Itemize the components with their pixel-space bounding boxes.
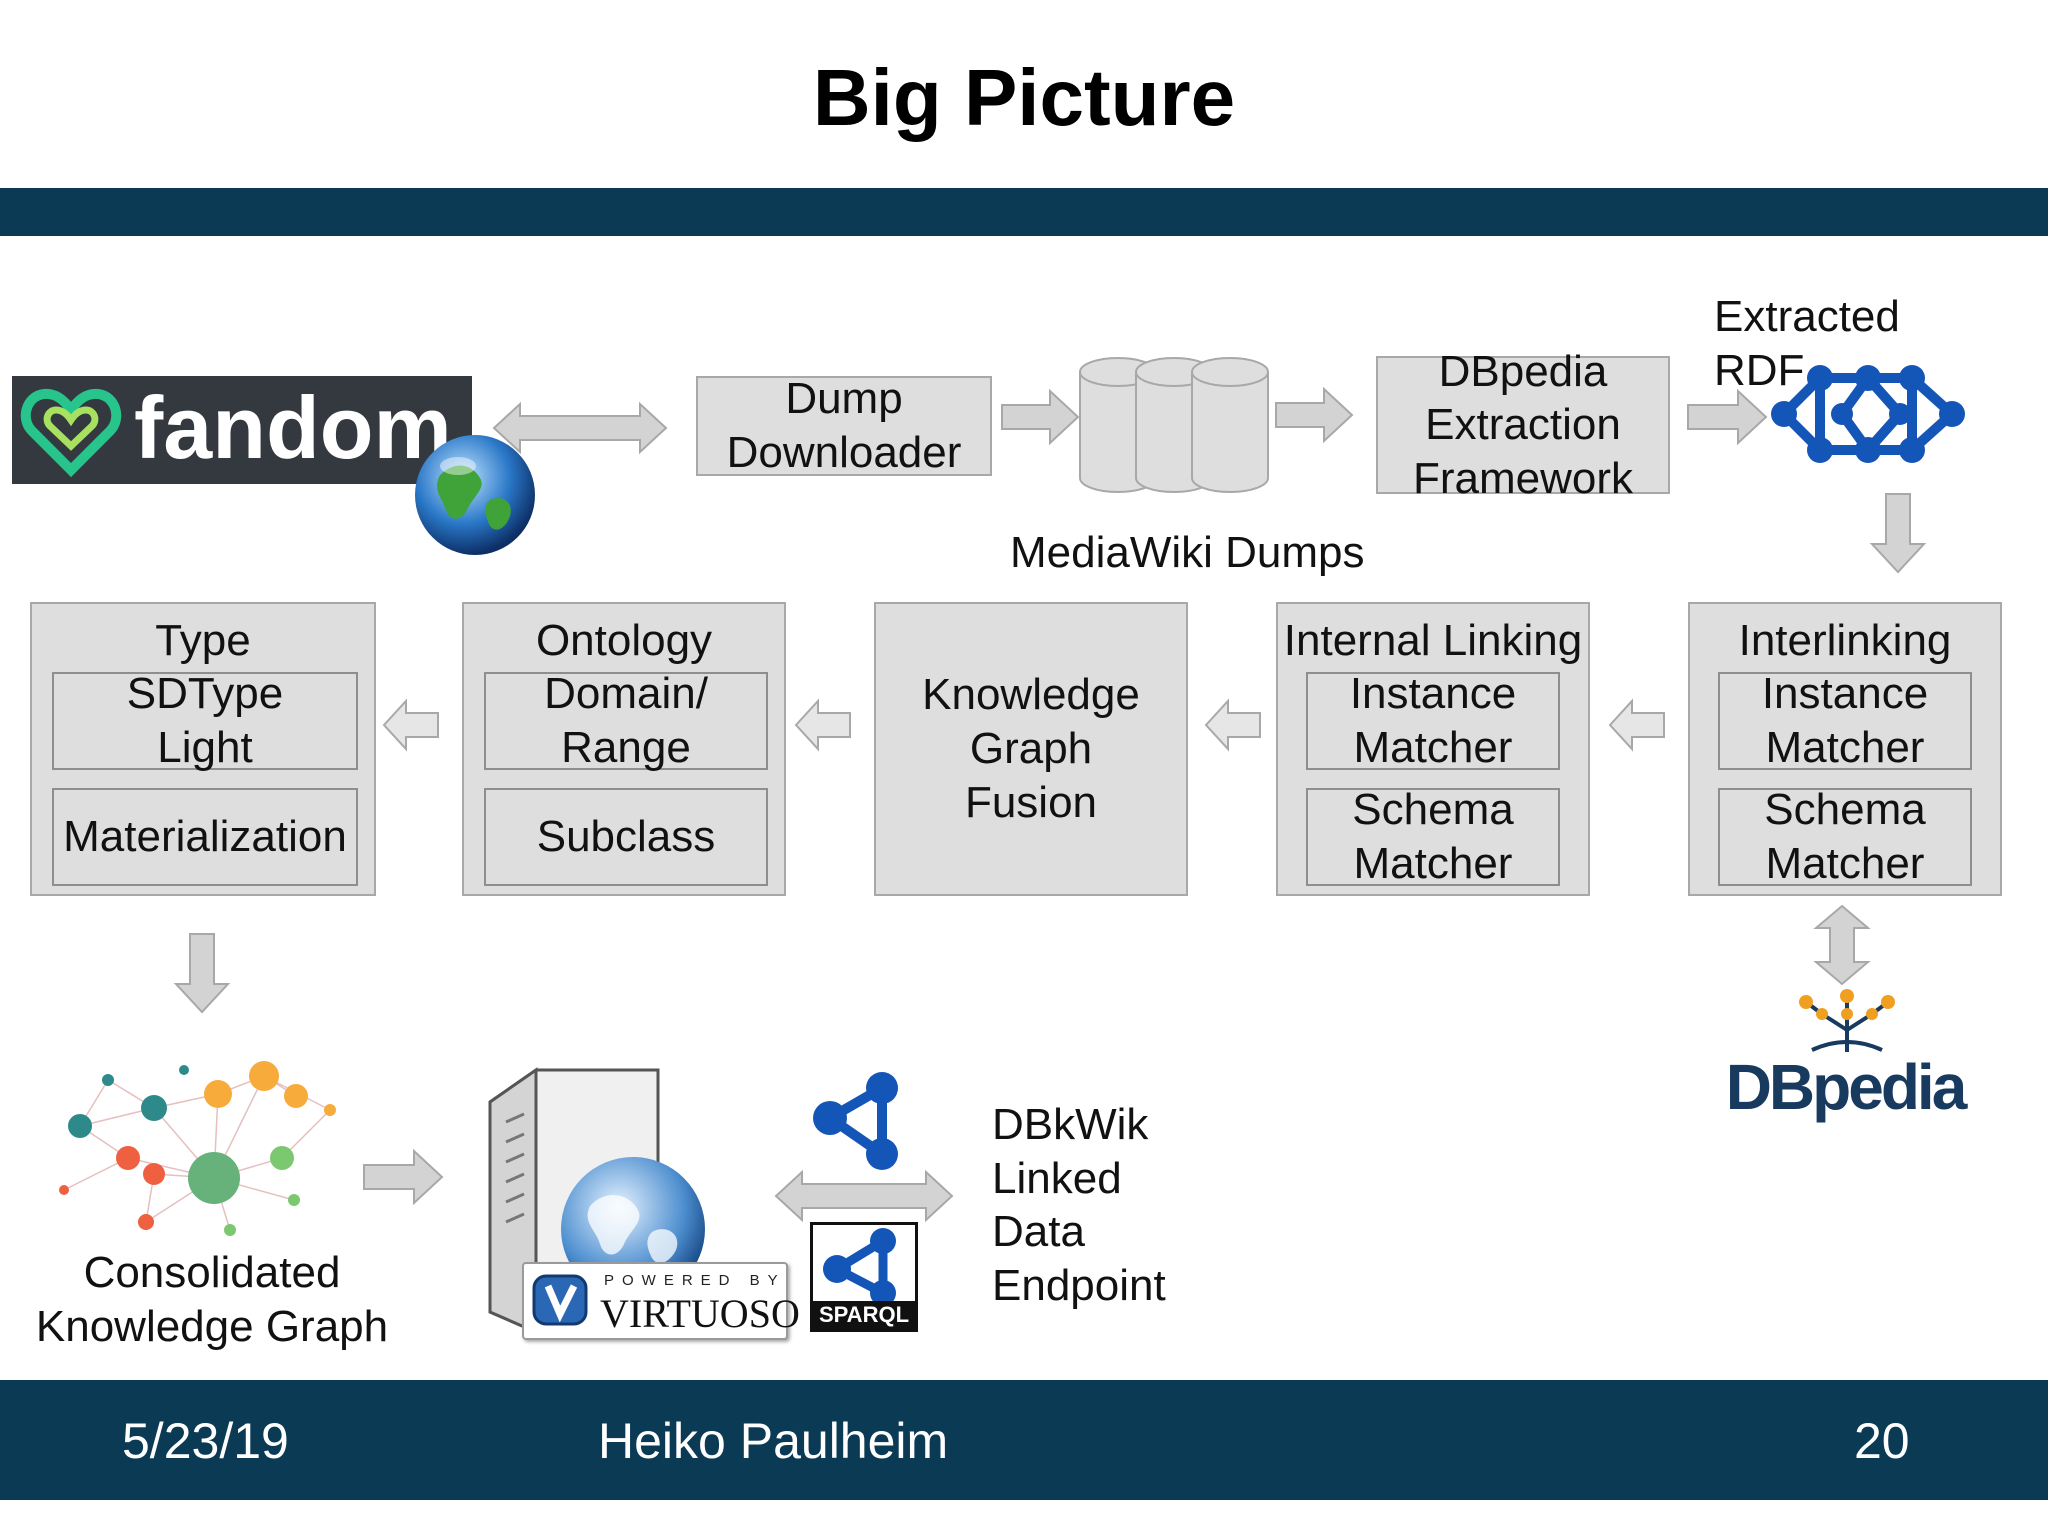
arrow-ontology-type <box>382 698 439 752</box>
extracted-rdf-label: Extracted RDF <box>1714 292 1900 395</box>
type-sdtype-light: SDType Light <box>52 669 358 772</box>
arrow-internal-fusion <box>1204 698 1261 752</box>
ontology-title: Ontology <box>535 616 713 666</box>
rdf-graph-icon <box>1771 365 1965 463</box>
interlinking-schema-matcher: Schema Matcher <box>1718 785 1972 888</box>
dump-downloader-box: Dump Downloader <box>696 374 992 477</box>
internal-instance-matcher: Instance Matcher <box>1306 669 1560 772</box>
footer-bar <box>0 1380 2048 1500</box>
sparql-wordmark: SPARQL <box>813 1301 915 1329</box>
virtuoso-v-icon <box>532 1274 588 1326</box>
arrow-framework-rdf <box>1687 388 1768 446</box>
virtuoso-wordmark: VIRTUOSO <box>600 1291 800 1336</box>
interlinking-box: Interlinking Instance Matcher Schema Mat… <box>1688 602 2002 896</box>
internal-schema-matcher: Schema Matcher <box>1306 785 1560 888</box>
arrow-downloader-dumps <box>1001 388 1080 446</box>
sparql-logo: SPARQL <box>810 1222 918 1332</box>
header-bar <box>0 188 2048 236</box>
arrow-dumps-framework <box>1275 386 1354 444</box>
ontology-subclass: Subclass <box>484 788 768 886</box>
kg-fusion-box: Knowledge Graph Fusion <box>874 602 1188 896</box>
mediawiki-dumps-label: MediaWiki Dumps <box>1010 528 1365 577</box>
fandom-wordmark: fandom <box>134 378 452 477</box>
ontology-box: Ontology Domain/ Range Subclass <box>462 602 786 896</box>
arrow-type-down <box>173 933 231 1014</box>
type-materialization: Materialization <box>52 788 358 886</box>
double-arrow-server-sparql <box>774 1169 954 1223</box>
ontology-domain-range: Domain/ Range <box>484 669 768 772</box>
internal-linking-title: Internal Linking <box>1283 616 1583 666</box>
extraction-framework-box: DBpedia Extraction Framework <box>1376 347 1670 503</box>
footer-author: Heiko Paulheim <box>598 1413 949 1469</box>
dbpedia-logo-icon <box>1799 989 1895 1052</box>
arrow-kg-server <box>363 1148 444 1206</box>
consolidated-kg-label: Consolidated Knowledge Graph <box>35 1248 389 1351</box>
virtuoso-badge: POWERED BY VIRTUOSO <box>522 1262 800 1340</box>
rdf-node-icon <box>813 1072 898 1170</box>
type-title: Type <box>155 616 251 666</box>
slide-title: Big Picture <box>812 53 1236 142</box>
knowledge-graph-network-icon <box>59 1061 336 1236</box>
sparql-node-icon <box>823 1228 896 1306</box>
fandom-logo: fandom <box>12 376 472 484</box>
arrow-rdf-down <box>1869 493 1927 574</box>
virtuoso-tagline: POWERED BY <box>604 1272 786 1289</box>
double-arrow-interlinking-dbpedia <box>1813 904 1871 986</box>
endpoint-label: DBkWik Linked Data Endpoint <box>992 1100 1166 1311</box>
internal-linking-box: Internal Linking Instance Matcher Schema… <box>1276 602 1590 896</box>
double-arrow-fandom-downloader <box>492 401 668 455</box>
dbpedia-wordmark: DBpedia <box>1725 1051 1968 1123</box>
footer-page-number: 20 <box>1854 1413 1910 1469</box>
interlinking-instance-matcher: Instance Matcher <box>1718 669 1972 772</box>
footer-date: 5/23/19 <box>122 1413 289 1469</box>
arrow-interlinking-internal <box>1608 698 1665 752</box>
interlinking-title: Interlinking <box>1738 616 1952 666</box>
arrow-fusion-ontology <box>794 698 851 752</box>
database-icon <box>1079 357 1269 493</box>
globe-icon <box>415 435 535 555</box>
type-box: Type SDType Light Materialization <box>30 602 376 896</box>
heart-logo-icon <box>20 388 122 478</box>
